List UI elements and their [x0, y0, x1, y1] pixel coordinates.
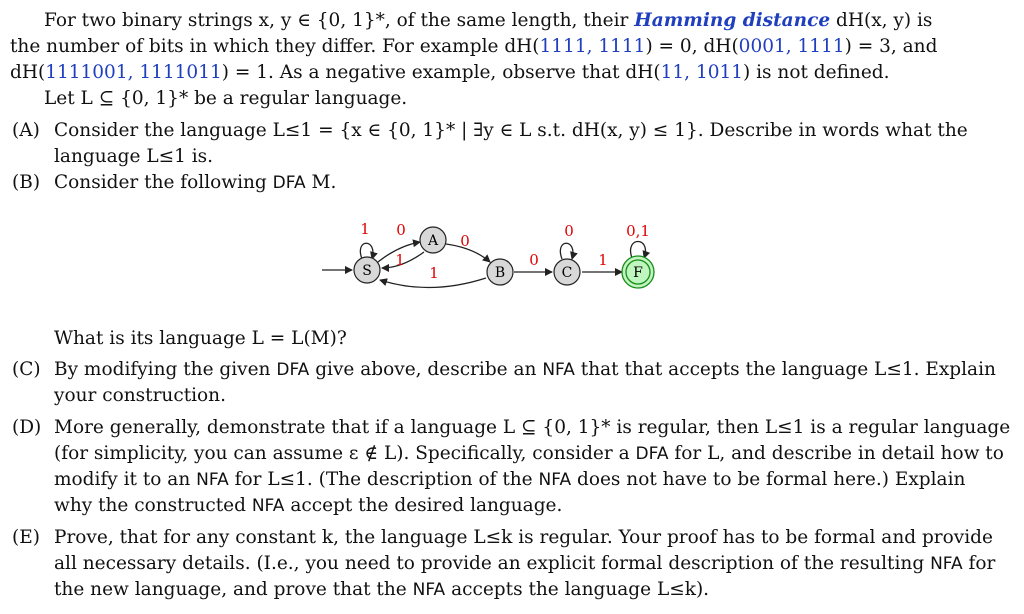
- state-b: B: [486, 258, 514, 286]
- part-d-line-3: modify it to an NFA for L≤1. (The descri…: [54, 469, 966, 490]
- self-loop-f: [629, 241, 651, 259]
- part-b-label: (B): [12, 172, 41, 193]
- edge-a-b: [445, 243, 491, 263]
- edge-s-a: [377, 239, 421, 263]
- part-c-line-2: your construction.: [54, 385, 226, 406]
- dfa-term: DFA: [635, 444, 669, 464]
- part-d-line-4: why the constructed NFA accept the desir…: [54, 495, 563, 516]
- intro-line-4: Let L ⊆ {0, 1}* be a regular language.: [44, 88, 408, 109]
- example-args: 1111, 1111: [539, 36, 646, 57]
- part-a-line-1: Consider the language L≤1 = {x ∈ {0, 1}*…: [54, 120, 968, 141]
- part-e-line-1: Prove, that for any constant k, the lang…: [54, 527, 993, 548]
- example-args: 0001, 1111: [738, 36, 845, 57]
- intro-text: For two binary strings x, y ∈ {0, 1}*, o…: [44, 10, 629, 31]
- part-a-label: (A): [12, 120, 40, 141]
- transition-label: 1: [598, 251, 608, 269]
- nfa-term: NFA: [412, 580, 446, 600]
- transition-label: 0,1: [626, 222, 650, 240]
- dfa-term: DFA: [276, 360, 310, 380]
- nfa-term: NFA: [542, 360, 575, 380]
- intro-line-1: For two binary strings x, y ∈ {0, 1}*, o…: [44, 8, 932, 34]
- state-label: A: [427, 233, 439, 249]
- part-c-line-1: By modifying the given DFA give above, d…: [54, 359, 996, 380]
- self-loop-s: [359, 242, 378, 260]
- transition-label: 0: [529, 251, 539, 269]
- part-d-label: (D): [12, 417, 42, 438]
- nfa-term: NFA: [196, 470, 229, 490]
- state-label: F: [633, 265, 643, 281]
- state-c: C: [553, 258, 581, 286]
- part-d-line-2: (for simplicity, you can assume ε ∉ L). …: [54, 443, 1004, 464]
- part-e-label: (E): [12, 527, 40, 548]
- state-s: S: [353, 256, 381, 284]
- transition-label: 1: [395, 251, 405, 269]
- state-label: C: [562, 265, 573, 281]
- example-args: 1111001, 1111011: [45, 62, 222, 83]
- part-b-line-1: Consider the following DFA M.: [54, 172, 337, 193]
- nfa-term: NFA: [538, 470, 572, 490]
- intro-text: dH(x, y) is: [836, 10, 933, 31]
- intro-line-2: the number of bits in which they differ.…: [10, 36, 938, 57]
- transition-label: 0: [396, 221, 406, 239]
- dfa-term: DFA: [272, 173, 306, 193]
- part-e-line-2: all necessary details. (I.e., you need t…: [54, 553, 996, 574]
- edge-a-s: [381, 251, 425, 272]
- example-args: 11, 1011: [660, 62, 744, 83]
- self-loop-c: [559, 242, 578, 260]
- nfa-term: NFA: [251, 496, 285, 516]
- transition-label: 1: [360, 220, 370, 238]
- part-a-line-2: language L≤1 is.: [54, 146, 214, 167]
- nfa-term: NFA: [930, 554, 963, 574]
- part-e-line-3: the new language, and prove that the NFA…: [54, 579, 710, 600]
- hamming-term: Hamming distance: [634, 10, 831, 31]
- state-f-accepting: F: [621, 255, 655, 289]
- edge-b-s: [379, 277, 487, 289]
- intro-line-3: dH(1111001, 1111011) = 1. As a negative …: [10, 62, 890, 83]
- state-label: S: [362, 263, 372, 279]
- transition-label: 0: [460, 232, 470, 250]
- transition-label: 0: [564, 222, 574, 240]
- part-c-label: (C): [12, 359, 41, 380]
- transition-label: 1: [429, 264, 439, 282]
- part-d-line-1: More generally, demonstrate that if a la…: [54, 417, 1011, 438]
- state-label: B: [495, 265, 505, 281]
- part-b-question: What is its language L = L(M)?: [54, 328, 347, 349]
- state-a: A: [419, 226, 447, 254]
